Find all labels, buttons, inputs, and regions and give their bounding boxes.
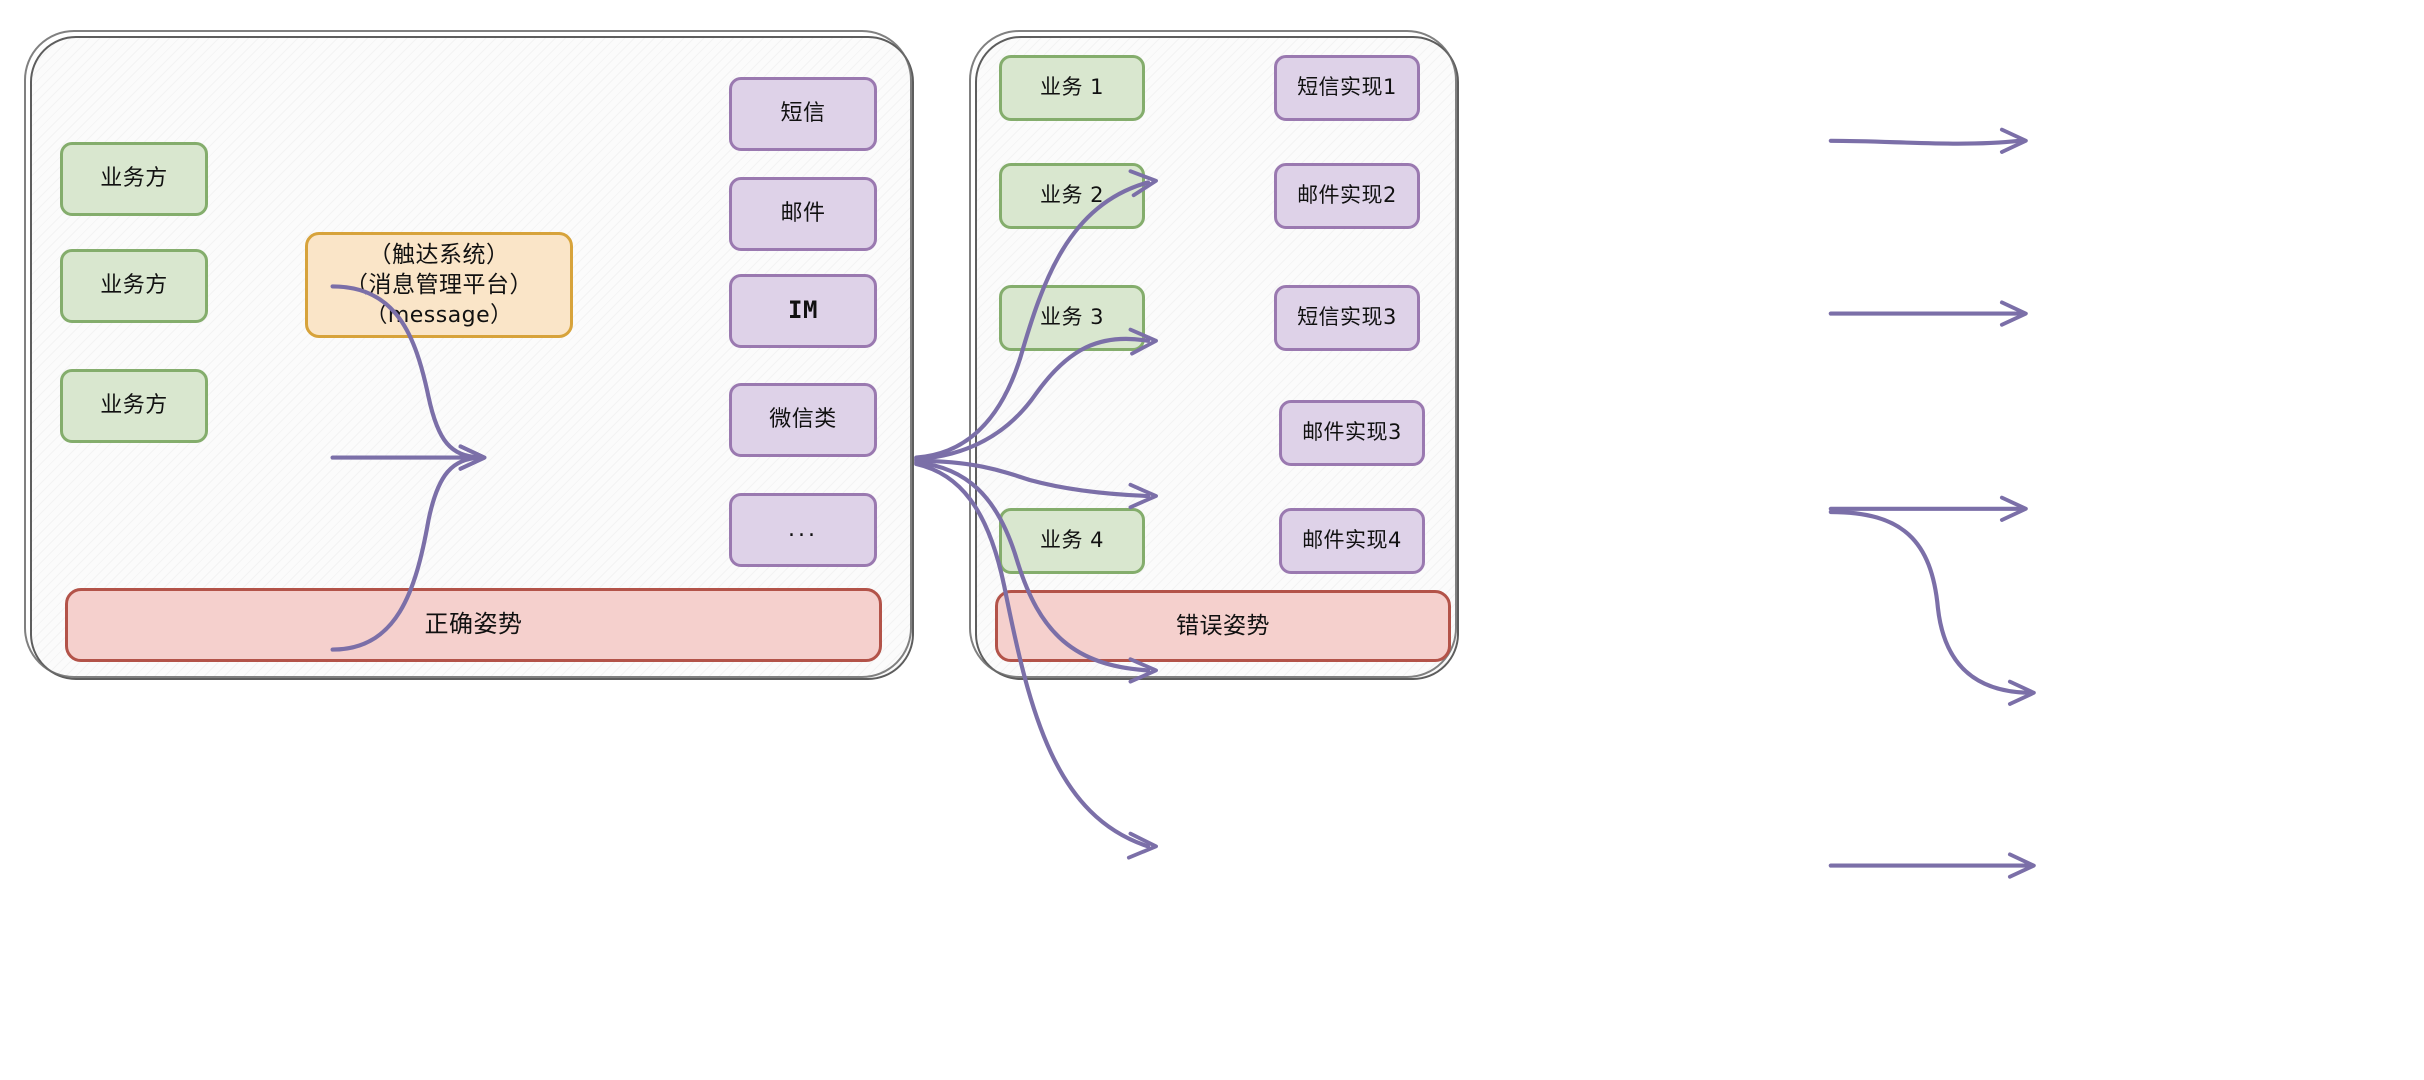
node-source-3[interactable]: 业务方 [60,369,208,443]
right-panel-wrong-approach [969,30,1459,680]
arrow-business2-to-impl-email2 [1828,300,2028,327]
panel-border-outer [969,30,1457,678]
node-channel-wechat[interactable]: 微信类 [729,383,877,457]
arrow-business3-to-impl-email3 [1828,509,2036,706]
hub-line-3: （message） [365,302,513,328]
node-source-2[interactable]: 业务方 [60,249,208,323]
node-channel-sms[interactable]: 短信 [729,77,877,151]
node-business-1[interactable]: 业务 1 [999,55,1145,121]
node-impl-sms-3[interactable]: 短信实现3 [1274,285,1420,351]
node-impl-sms-1[interactable]: 短信实现1 [1274,55,1420,121]
node-impl-email-2[interactable]: 邮件实现2 [1274,163,1420,229]
arrow-business4-to-impl-email4 [1828,852,2036,879]
node-impl-email-4[interactable]: 邮件实现4 [1279,508,1425,574]
node-impl-email-3[interactable]: 邮件实现3 [1279,400,1425,466]
node-business-2[interactable]: 业务 2 [999,163,1145,229]
node-business-4[interactable]: 业务 4 [999,508,1145,574]
node-channel-email[interactable]: 邮件 [729,177,877,251]
banner-correct-approach: 正确姿势 [65,588,882,662]
node-business-3[interactable]: 业务 3 [999,285,1145,351]
arrow-business3-to-impl-sms3 [1828,495,2028,522]
panel-border-inner [975,36,1459,680]
node-channel-im[interactable]: IM [729,274,877,348]
banner-wrong-approach: 错误姿势 [995,590,1451,662]
hub-line-1: （触达系统） [368,242,510,269]
node-hub-message-platform[interactable]: （触达系统） （消息管理平台） （message） [305,232,573,338]
hub-line-2: （消息管理平台） [345,272,533,299]
node-channel-more[interactable]: ... [729,493,877,567]
arrow-business1-to-impl-sms1 [1828,127,2028,154]
node-source-1[interactable]: 业务方 [60,142,208,216]
